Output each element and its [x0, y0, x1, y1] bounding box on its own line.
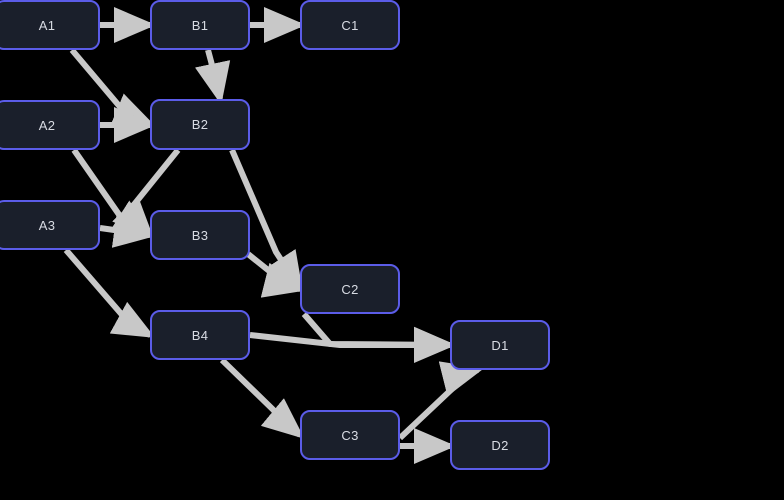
node-label: A3 [38, 217, 56, 233]
edge-c3-to-d1 [397, 361, 484, 441]
edges-group [63, 7, 484, 464]
node-label: C3 [341, 427, 359, 443]
node-c2[interactable]: C2 [300, 264, 400, 314]
node-b3[interactable]: B3 [150, 210, 250, 260]
node-b4[interactable]: B4 [150, 310, 250, 360]
node-d2[interactable]: D2 [450, 420, 550, 470]
edge-c2-to-d1 [301, 312, 456, 363]
edge-a3-to-b4 [63, 248, 156, 338]
node-b2[interactable]: B2 [150, 99, 250, 150]
node-a2[interactable]: A2 [0, 100, 100, 150]
edge-a3-to-b3 [99, 212, 156, 248]
node-b1[interactable]: B1 [150, 0, 250, 50]
node-label: C2 [341, 281, 359, 297]
node-a1[interactable]: A1 [0, 0, 100, 50]
node-d1[interactable]: D1 [450, 320, 550, 370]
node-c1[interactable]: C1 [300, 0, 400, 50]
node-label: B1 [191, 17, 209, 33]
node-label: B2 [191, 117, 209, 132]
node-label: A2 [38, 117, 56, 133]
node-label: D2 [491, 437, 509, 453]
edge-b1-to-b2 [194, 49, 231, 105]
node-label: D1 [491, 337, 509, 353]
node-label: A1 [38, 17, 56, 33]
edge-b4-to-d1 [249, 327, 456, 363]
edge-b3-to-c2 [246, 251, 306, 298]
edge-b4-to-c3 [219, 357, 305, 439]
node-label: C1 [341, 17, 359, 33]
node-a3[interactable]: A3 [0, 200, 100, 250]
node-label: B4 [191, 327, 209, 343]
node-c3[interactable]: C3 [300, 410, 400, 460]
node-label: B3 [191, 227, 209, 243]
